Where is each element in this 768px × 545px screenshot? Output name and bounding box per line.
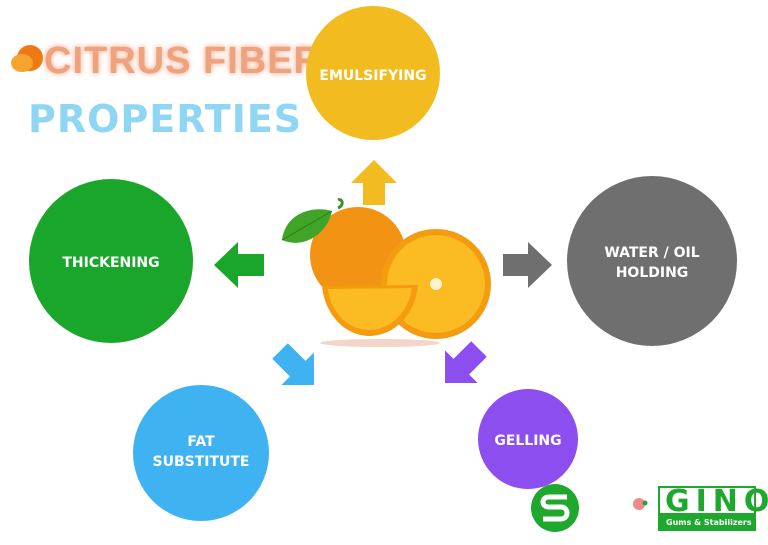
arrow-left-icon — [214, 242, 264, 288]
property-fat-substitute: FAT SUBSTITUTE — [133, 385, 269, 521]
property-label: GELLING — [494, 433, 561, 449]
property-label: SUBSTITUTE — [153, 454, 250, 470]
property-label: FAT — [187, 434, 215, 450]
title-line1: CITRUS FIBER — [44, 40, 322, 82]
property-gelling: GELLING — [478, 389, 578, 489]
title-orange-icon — [11, 45, 43, 72]
arrow-up-icon — [351, 160, 397, 205]
property-label: THICKENING — [62, 255, 159, 271]
property-thickening: THICKENING — [29, 179, 193, 343]
g-logo-icon — [531, 484, 579, 532]
property-emulsifying: EMULSIFYING — [306, 6, 440, 140]
orange-fruit-image — [281, 198, 491, 347]
property-water-oil-holding: WATER / OIL HOLDING — [567, 176, 737, 346]
property-label: EMULSIFYING — [319, 68, 426, 84]
gino-tagline: Gums & Stabilizers — [666, 518, 752, 527]
property-label: HOLDING — [616, 265, 689, 281]
title-line2: PROPERTIES — [28, 97, 302, 141]
arrow-right-icon — [503, 242, 552, 288]
gino-logo-text: GINO — [665, 484, 768, 519]
gino-logo: GINO Gums & Stabilizers — [633, 484, 768, 531]
property-label: WATER / OIL — [604, 245, 699, 261]
arrow-down-left-icon — [272, 343, 314, 385]
arrow-down-right-icon — [445, 341, 487, 383]
